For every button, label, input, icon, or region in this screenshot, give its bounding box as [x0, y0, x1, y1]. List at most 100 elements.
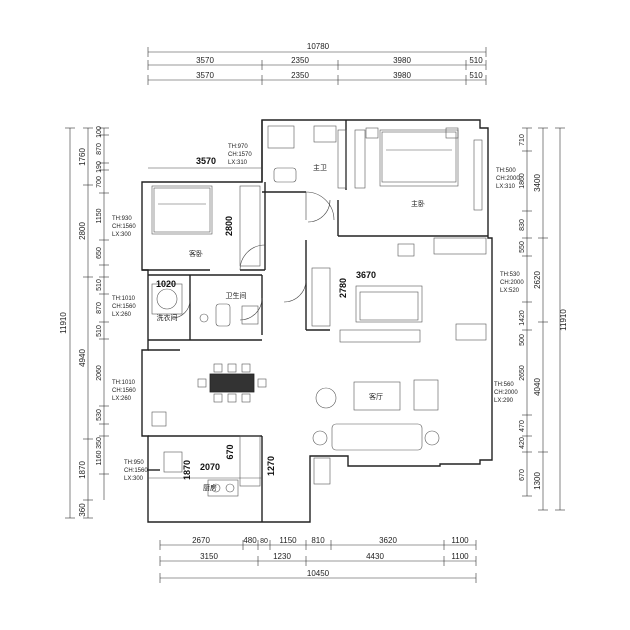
- left-seg-b-9: 510: [96, 325, 103, 337]
- svg-text:TH:500: TH:500: [496, 168, 516, 174]
- right-seg-b-3: 830: [519, 219, 526, 231]
- right-seg-b-2: 1860: [519, 173, 526, 189]
- room-label-guest-bed: 客卧: [189, 249, 203, 258]
- furniture: [148, 125, 487, 497]
- svg-text:CH:1560: CH:1560: [112, 388, 136, 394]
- doors: [171, 191, 335, 321]
- left-seg-b-8: 870: [96, 302, 103, 314]
- top-row2-dim-2: 2350: [291, 71, 309, 80]
- left-seg-b-7: 510: [96, 279, 103, 291]
- window-notes: TH:970 CH:1570 LX:310 TH:500 CH:2000 LX:…: [112, 144, 524, 482]
- top-row1-dim-4: 510: [469, 56, 483, 65]
- svg-text:LX:260: LX:260: [112, 312, 132, 318]
- inner-dim-1270: 1270: [266, 456, 276, 476]
- inner-dim-1020: 1020: [156, 279, 176, 289]
- right-seg-a-1: 3400: [533, 174, 542, 192]
- window-note-2: TH:500 CH:2000 LX:310: [496, 168, 520, 190]
- top-row2-dim-3: 3980: [393, 71, 411, 80]
- svg-text:TH:1010: TH:1010: [112, 296, 136, 302]
- left-seg-b-1: 100: [96, 126, 103, 138]
- window-note-1: TH:970 CH:1570 LX:310: [228, 144, 252, 166]
- inner-dim-3670: 3670: [356, 270, 376, 280]
- svg-text:TH:970: TH:970: [228, 144, 248, 150]
- left-seg-a-5: 360: [78, 503, 87, 517]
- left-overall-dim: 11910: [59, 312, 68, 334]
- top-row1-dim-3: 3980: [393, 56, 411, 65]
- right-dimensions: 11910 3400 2620 4040 1300 710 1860 830 5…: [519, 127, 568, 511]
- window-note-7: TH:560 CH:2000 LX:290: [494, 382, 518, 404]
- room-label-kitchen: 厨房: [203, 483, 217, 492]
- window-note-4: TH:1010 CH:1560 LX:260: [112, 296, 136, 318]
- bottom-row1-dim-5: 810: [311, 536, 325, 545]
- left-seg-b-13: 1160: [96, 450, 103, 465]
- left-seg-b-5: 1150: [96, 208, 103, 223]
- svg-text:LX:300: LX:300: [124, 476, 144, 482]
- svg-text:TH:530: TH:530: [500, 272, 520, 278]
- inner-dim-670: 670: [225, 444, 235, 459]
- left-seg-a-2: 2800: [78, 222, 87, 240]
- left-seg-b-4: 700: [96, 176, 103, 188]
- room-label-living: 客厅: [369, 392, 383, 401]
- left-seg-a-1: 1760: [78, 148, 87, 166]
- inner-dim-2070: 2070: [200, 462, 220, 472]
- right-seg-b-10: 670: [519, 469, 526, 481]
- room-label-bath: 卫生间: [226, 291, 247, 300]
- top-row2-dim-4: 510: [469, 71, 483, 80]
- svg-text:LX:310: LX:310: [496, 184, 516, 190]
- left-seg-b-11: 530: [96, 409, 103, 421]
- bottom-row1-dim-4: 1150: [279, 536, 297, 545]
- window-note-5: TH:530 CH:2000 LX:520: [500, 272, 524, 294]
- svg-text:LX:300: LX:300: [112, 232, 132, 238]
- top-overall-dim: 10780: [307, 42, 330, 51]
- left-seg-b-3: 190: [96, 161, 103, 173]
- svg-text:LX:260: LX:260: [112, 396, 132, 402]
- left-seg-a-4: 1870: [78, 461, 87, 479]
- right-seg-a-2: 2620: [533, 271, 542, 289]
- bottom-row1-dim-2: 480: [243, 536, 257, 545]
- right-seg-b-1: 710: [519, 134, 526, 146]
- bottom-overall-dim: 10450: [307, 569, 330, 578]
- bottom-row1-dim-7: 1100: [451, 536, 469, 545]
- left-seg-b-12: 350: [96, 437, 103, 449]
- right-seg-b-6: 500: [519, 334, 526, 346]
- right-seg-a-4: 1300: [533, 472, 542, 490]
- top-row1-dim-2: 2350: [291, 56, 309, 65]
- svg-text:CH:1560: CH:1560: [124, 468, 148, 474]
- bottom-row2-dim-1: 3150: [200, 552, 218, 561]
- top-row1-dim-1: 3570: [196, 56, 214, 65]
- svg-text:CH:2000: CH:2000: [500, 280, 524, 286]
- room-labels: 主卫 主卧 客卧 卫生间 洗衣间 客厅 厨房: [157, 163, 426, 492]
- svg-text:TH:1010: TH:1010: [112, 380, 136, 386]
- svg-text:TH:950: TH:950: [124, 460, 144, 466]
- right-seg-b-4: 550: [519, 241, 526, 253]
- inner-dim-2800: 2800: [224, 216, 234, 236]
- left-seg-b-6: 650: [96, 247, 103, 259]
- left-dimensions: 11910 1760 2800 4940 1870 360 100 870 19…: [59, 126, 109, 519]
- bottom-dimensions: 2670 480 80 1150 810 3620 1100 3150 1230…: [159, 536, 477, 583]
- right-seg-a-3: 4040: [533, 378, 542, 396]
- svg-text:CH:1560: CH:1560: [112, 304, 136, 310]
- top-row2-dim-1: 3570: [196, 71, 214, 80]
- bottom-row1-dim-3: 80: [260, 538, 268, 545]
- bottom-row2-dim-4: 1100: [451, 552, 469, 561]
- svg-text:CH:2000: CH:2000: [496, 176, 520, 182]
- bottom-row1-dim-1: 2670: [192, 536, 210, 545]
- left-seg-b-10: 2060: [96, 365, 103, 381]
- svg-text:CH:1570: CH:1570: [228, 152, 252, 158]
- window-note-6: TH:1010 CH:1560 LX:260: [112, 380, 136, 402]
- right-seg-b-7: 2650: [519, 365, 526, 381]
- bottom-row2-dim-3: 4430: [366, 552, 384, 561]
- left-seg-b-2: 870: [96, 143, 103, 155]
- walls: [141, 119, 493, 523]
- inner-dim-3570: 3570: [196, 156, 216, 166]
- window-note-3: TH:930 CH:1560 LX:300: [112, 216, 136, 238]
- inner-dim-2780: 2780: [338, 278, 348, 298]
- room-label-master-bath: 主卫: [313, 163, 327, 172]
- svg-text:TH:930: TH:930: [112, 216, 132, 222]
- svg-text:LX:520: LX:520: [500, 288, 520, 294]
- right-seg-b-8: 470: [519, 420, 526, 432]
- svg-text:CH:2000: CH:2000: [494, 390, 518, 396]
- right-overall-dim: 11910: [559, 309, 568, 331]
- left-seg-a-3: 4940: [78, 349, 87, 367]
